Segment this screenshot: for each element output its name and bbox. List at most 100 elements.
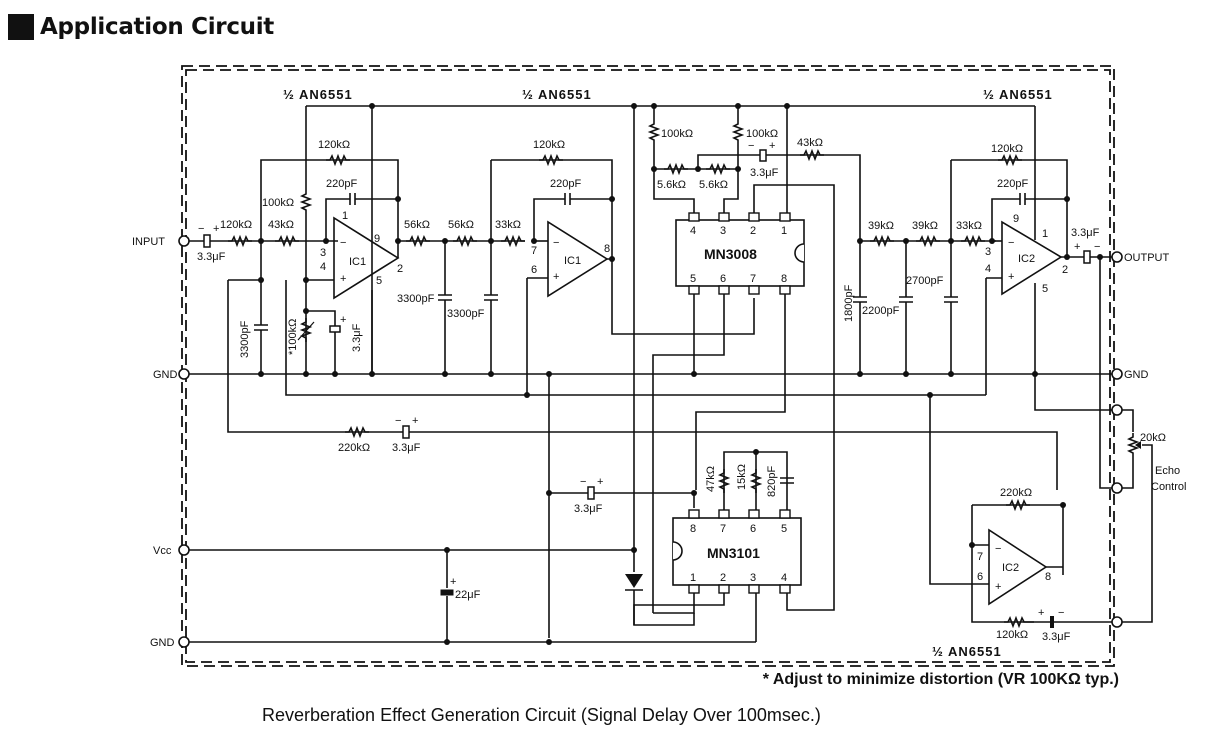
svg-text:2: 2 <box>720 572 726 584</box>
svg-text:4: 4 <box>781 572 787 584</box>
resistor-100k-m2 <box>733 119 743 145</box>
svg-text:9: 9 <box>1013 213 1019 225</box>
opamp-ic1b: − + IC1 7 6 8 <box>531 220 610 298</box>
input-terminal[interactable]: INPUT <box>132 235 190 248</box>
figure-caption: Reverberation Effect Generation Circuit … <box>262 705 821 725</box>
svg-text:−: − <box>995 543 1001 555</box>
module-frame <box>181 65 1115 667</box>
svg-text:3.3μF: 3.3μF <box>1042 631 1071 643</box>
svg-text:IC2: IC2 <box>1018 253 1035 265</box>
svg-text:5.6kΩ: 5.6kΩ <box>657 179 686 191</box>
svg-text:3.3μF: 3.3μF <box>392 442 421 454</box>
svg-text:4: 4 <box>985 263 991 275</box>
svg-text:Control: Control <box>1151 481 1186 493</box>
svg-text:3: 3 <box>985 246 991 258</box>
svg-text:220kΩ: 220kΩ <box>1000 487 1032 499</box>
svg-text:3: 3 <box>720 225 726 237</box>
svg-text:−: − <box>1008 237 1014 249</box>
svg-text:20kΩ: 20kΩ <box>1140 432 1166 444</box>
mn3101-label: MN3101 <box>707 545 760 561</box>
svg-text:5: 5 <box>376 275 382 287</box>
svg-text:*100kΩ: *100kΩ <box>287 319 299 355</box>
svg-text:5.6kΩ: 5.6kΩ <box>699 179 728 191</box>
mn3008-label: MN3008 <box>704 246 757 262</box>
an6551-label-right: ½ AN6551 <box>983 87 1053 102</box>
opamp-ic2a: − + IC2 3 4 2 9 1 5 <box>985 213 1068 296</box>
svg-text:39kΩ: 39kΩ <box>912 220 938 232</box>
svg-text:3: 3 <box>320 247 326 259</box>
section-header: Application Circuit <box>8 14 274 40</box>
svg-text:220kΩ: 220kΩ <box>338 442 370 454</box>
svg-text:5: 5 <box>1042 283 1048 295</box>
svg-text:+: + <box>340 273 346 285</box>
output-label: OUTPUT <box>1124 252 1170 264</box>
svg-text:Vcc: Vcc <box>153 545 172 557</box>
svg-text:100kΩ: 100kΩ <box>262 197 294 209</box>
svg-text:+: + <box>412 415 418 427</box>
an6551-label-bottom: ½ AN6551 <box>932 644 1002 659</box>
svg-text:+: + <box>995 581 1001 593</box>
diode <box>625 374 695 626</box>
svg-text:+: + <box>1008 271 1014 283</box>
svg-text:+: + <box>340 314 346 326</box>
svg-text:3.3μF: 3.3μF <box>1071 227 1100 239</box>
svg-text:−: − <box>340 237 346 249</box>
output-terminal[interactable]: OUTPUT <box>1111 251 1170 264</box>
svg-text:47kΩ: 47kΩ <box>705 466 717 492</box>
label-r-43k: 43kΩ <box>268 219 294 231</box>
gnd-right-terminal[interactable]: GND <box>1111 368 1149 381</box>
svg-text:GND: GND <box>1124 369 1149 381</box>
svg-text:+: + <box>1074 241 1080 253</box>
gnd-bottom-terminal[interactable]: GND <box>150 636 190 649</box>
svg-text:15kΩ: 15kΩ <box>736 464 748 490</box>
svg-text:IC1: IC1 <box>349 256 366 268</box>
svg-text:6: 6 <box>531 264 537 276</box>
svg-text:33kΩ: 33kΩ <box>495 219 521 231</box>
svg-text:+: + <box>213 223 219 235</box>
svg-text:5: 5 <box>781 523 787 535</box>
svg-text:7: 7 <box>750 273 756 285</box>
svg-text:120kΩ: 120kΩ <box>991 143 1023 155</box>
svg-text:100kΩ: 100kΩ <box>661 128 693 140</box>
svg-text:+: + <box>553 271 559 283</box>
vcc-top-rail <box>305 103 1036 374</box>
svg-text:7: 7 <box>531 245 537 257</box>
svg-text:8: 8 <box>1045 571 1051 583</box>
resistor-100k-bias <box>301 189 311 215</box>
svg-text:820pF: 820pF <box>766 466 778 497</box>
svg-text:220pF: 220pF <box>550 178 581 190</box>
svg-text:−: − <box>1058 607 1064 619</box>
black-square-bullet-icon <box>8 14 34 40</box>
svg-text:220pF: 220pF <box>997 178 1028 190</box>
svg-text:6: 6 <box>750 523 756 535</box>
svg-text:9: 9 <box>374 233 380 245</box>
svg-text:1: 1 <box>690 572 696 584</box>
svg-text:−: − <box>1094 241 1100 253</box>
svg-text:56kΩ: 56kΩ <box>404 219 430 231</box>
svg-text:3300pF: 3300pF <box>239 320 251 358</box>
input-label: INPUT <box>132 236 165 248</box>
svg-text:120kΩ: 120kΩ <box>533 139 565 151</box>
svg-text:8: 8 <box>690 523 696 535</box>
svg-text:−: − <box>580 476 586 488</box>
svg-text:GND: GND <box>150 637 175 649</box>
svg-text:3: 3 <box>750 572 756 584</box>
svg-text:1: 1 <box>1042 228 1048 240</box>
svg-text:7: 7 <box>720 523 726 535</box>
echo-control-pot[interactable]: 20kΩ Echo Control <box>1111 404 1186 494</box>
svg-text:IC2: IC2 <box>1002 562 1019 574</box>
svg-text:2700pF: 2700pF <box>906 275 944 287</box>
echo-return-terminal <box>1111 616 1123 628</box>
svg-text:5: 5 <box>690 273 696 285</box>
adjust-note: * Adjust to minimize distortion (VR 100K… <box>762 671 1119 688</box>
label-r-in: 120kΩ <box>220 219 252 231</box>
svg-text:43kΩ: 43kΩ <box>797 137 823 149</box>
gnd-left-terminal[interactable]: GND <box>153 368 190 381</box>
vcc-terminal[interactable]: Vcc <box>153 544 190 557</box>
svg-text:120kΩ: 120kΩ <box>318 139 350 151</box>
section-title: Application Circuit <box>40 14 275 40</box>
svg-text:2: 2 <box>397 263 403 275</box>
opamp-ic2b: − + IC2 7 6 8 <box>977 528 1051 606</box>
svg-text:3300pF: 3300pF <box>397 293 435 305</box>
svg-text:3300pF: 3300pF <box>447 308 485 320</box>
